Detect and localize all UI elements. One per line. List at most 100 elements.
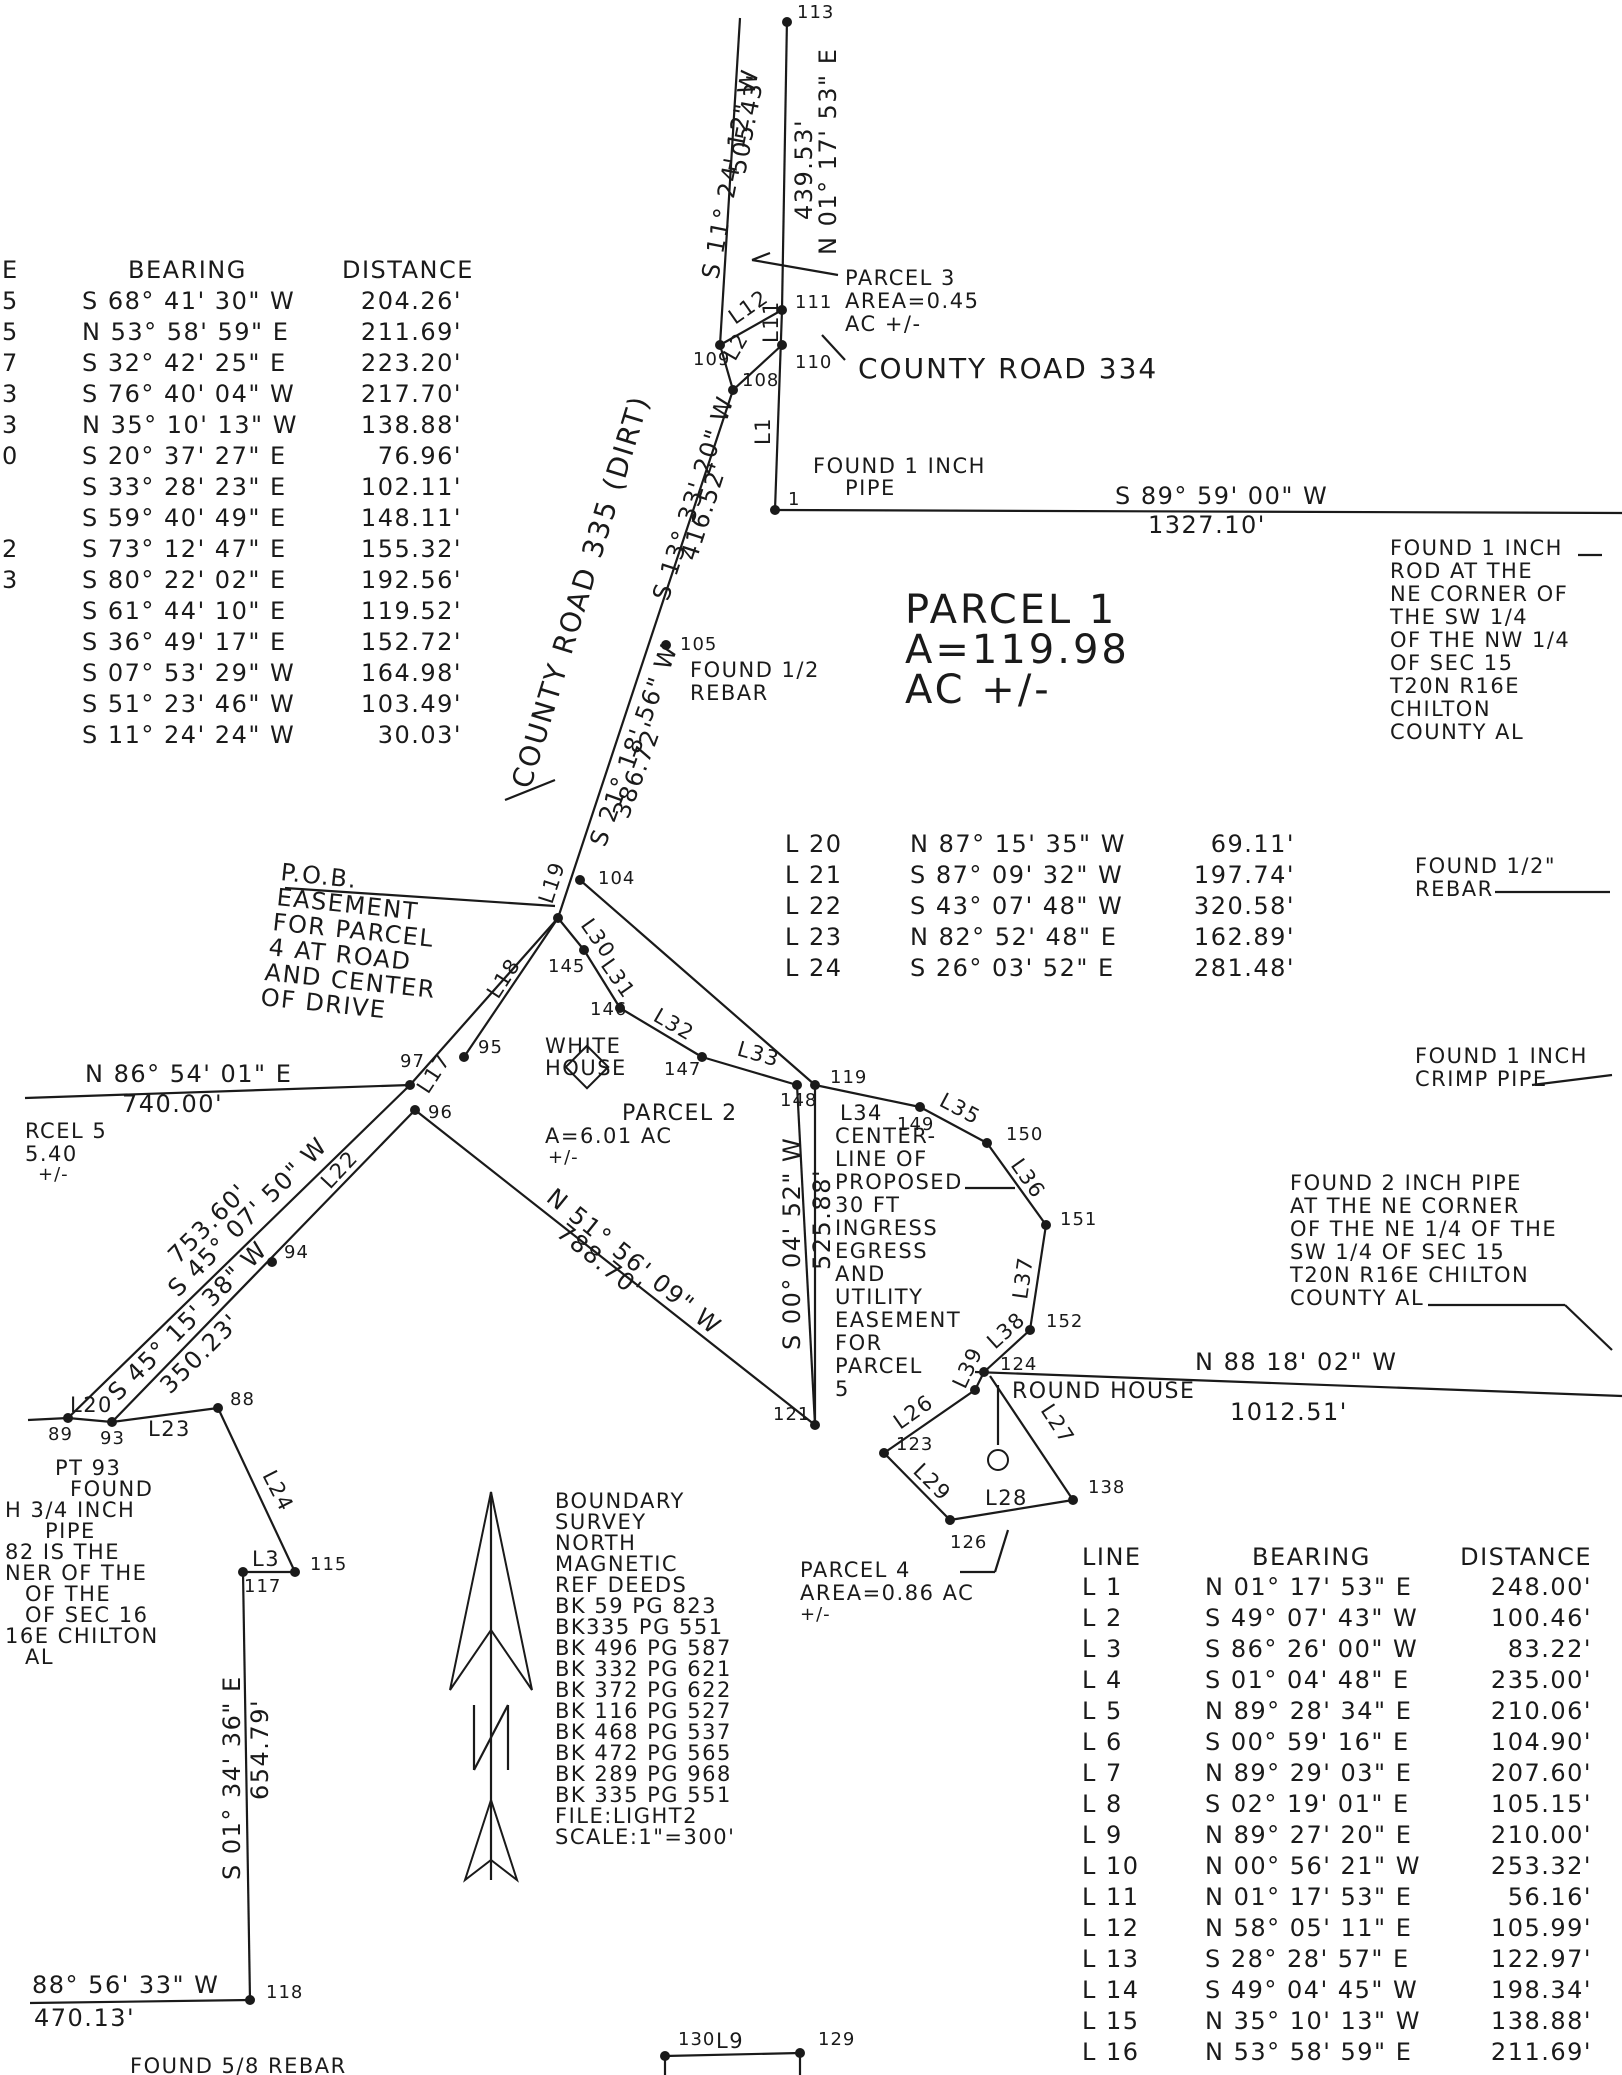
point-number: 126	[950, 1532, 987, 1553]
right-table-bearing: S 02° 19' 01" E	[1205, 1790, 1410, 1818]
left-table-distance: 30.03'	[378, 721, 462, 749]
leader-parcel4-b	[993, 1529, 1010, 1573]
right-table-line: L 8	[1082, 1790, 1123, 1818]
centerline-line: EGRESS	[835, 1239, 928, 1263]
parcel5-line-1: RCEL 5	[25, 1119, 107, 1143]
boundary-line: BK335 PG 551	[555, 1615, 724, 1639]
found-rod-line: ROD AT THE	[1390, 559, 1533, 583]
survey-point	[982, 1138, 992, 1148]
survey-point	[915, 1102, 925, 1112]
left-table-distance: 217.70'	[361, 380, 462, 408]
south-line	[241, 1571, 252, 2001]
segment-label-l3: L3	[252, 1547, 280, 1571]
point-number: 145	[548, 956, 585, 977]
point-number: 88	[230, 1389, 255, 1410]
mid-table-bearing: S 26° 03' 52" E	[910, 954, 1115, 982]
point-number: 104	[598, 868, 635, 889]
mid-table-line: L 20	[785, 830, 843, 858]
point-number: 96	[428, 1102, 453, 1123]
left-table-distance-header: DISTANCE	[342, 256, 474, 284]
right-table-bearing: S 86° 26' 00" W	[1205, 1635, 1418, 1663]
left-table-distance: 204.26'	[361, 287, 462, 315]
survey-point	[553, 913, 563, 923]
point-number: 97	[400, 1051, 425, 1072]
survey-point	[715, 340, 725, 350]
boundary-line: BK 372 PG 622	[555, 1678, 732, 1702]
survey-point	[63, 1413, 73, 1423]
segment-label-l28: L28	[985, 1486, 1028, 1510]
south-bearing-label: S 01° 34' 36" E	[218, 1675, 246, 1880]
right-table-bearing: N 00° 56' 21" W	[1205, 1852, 1421, 1880]
survey-point	[660, 2051, 670, 2061]
point-number: 149	[897, 1114, 934, 1135]
left-table-bearing: N 35° 10' 13" W	[82, 411, 298, 439]
survey-point	[661, 640, 671, 650]
line-96-121	[414, 1109, 816, 1426]
point-number: 105	[680, 634, 717, 655]
survey-point	[810, 1420, 820, 1430]
left-table-distance: 119.52'	[361, 597, 462, 625]
parcel3-line-3: AC +/-	[845, 312, 922, 336]
leader-pob	[284, 886, 556, 908]
left-table-distance: 103.49'	[361, 690, 462, 718]
mid-table-distance: 320.58'	[1194, 892, 1295, 920]
centerline-line: PARCEL	[835, 1354, 923, 1378]
right-table-bearing-header: BEARING	[1252, 1543, 1371, 1571]
centerline-line: LINE OF	[835, 1147, 928, 1171]
point-number: 124	[1000, 1354, 1037, 1375]
found-2inch-line: SW 1/4 OF SEC 15	[1290, 1240, 1505, 1264]
right-table-bearing: N 89° 28' 34" E	[1205, 1697, 1412, 1725]
right-table-bearing: N 89° 29' 03" E	[1205, 1759, 1412, 1787]
found-2inch-line: FOUND 2 INCH PIPE	[1290, 1171, 1522, 1195]
west-distance-label: 740.00'	[122, 1090, 223, 1118]
county-road-334-label: COUNTY ROAD 334	[858, 352, 1158, 385]
left-table-cutoff: 7	[2, 349, 19, 377]
parcel2-pm: +/-	[548, 1147, 579, 1168]
survey-point	[777, 340, 787, 350]
point-number: 138	[1088, 1477, 1125, 1498]
parcel2-area: A=6.01 AC	[545, 1124, 673, 1148]
found-pipe-top: FOUND 1 INCH PIPE	[813, 454, 984, 500]
right-table-line-header: LINE	[1082, 1543, 1142, 1571]
mid-table-distance: 197.74'	[1194, 861, 1295, 889]
boundary-line: NORTH	[555, 1531, 636, 1555]
right-table-distance: 100.46'	[1491, 1604, 1592, 1632]
sw-bottom-bearing-label: 88° 56' 33" W	[32, 1971, 219, 1999]
found-rod-line: OF THE NW 1/4	[1390, 628, 1570, 652]
parcel5-callout: RCEL 5 5.40 +/-	[25, 1119, 107, 1185]
east2-distance-label: 1012.51'	[1230, 1398, 1348, 1426]
survey-point	[970, 1385, 980, 1395]
centerline-line: EASEMENT	[835, 1308, 961, 1332]
parcel2-title: PARCEL 2	[622, 1101, 738, 1126]
found-2inch-line: OF THE NE 1/4 OF THE	[1290, 1217, 1557, 1241]
boundary-line: BK 335 PG 551	[555, 1783, 732, 1807]
left-table-distance: 102.11'	[361, 473, 462, 501]
mid-table-line: L 23	[785, 923, 843, 951]
left-table-distance: 164.98'	[361, 659, 462, 687]
point-number: 95	[478, 1037, 503, 1058]
boundary-line: FILE:LIGHT2	[555, 1804, 698, 1828]
found-rebar-right-1: FOUND 1/2"	[1415, 854, 1556, 878]
mid-table-bearing: N 82° 52' 48" E	[910, 923, 1117, 951]
white-house-symbol	[564, 1044, 610, 1090]
segment-label-l26: L26	[889, 1390, 938, 1434]
white-house-2: HOUSE	[545, 1056, 627, 1080]
vert-bearing-label: S 00° 04' 52" W	[778, 1137, 806, 1350]
west-boundary	[24, 1083, 411, 1100]
found-bottom-label: FOUND 5/8 REBAR	[130, 2054, 347, 2075]
segment-label-l29: L29	[908, 1459, 955, 1506]
left-table-distance: 155.32'	[361, 535, 462, 563]
right-table-distance: 105.15'	[1491, 1790, 1592, 1818]
parcel1-ac: AC +/-	[905, 667, 1052, 713]
right-table-distance: 210.00'	[1491, 1821, 1592, 1849]
point-number: 117	[244, 1576, 281, 1597]
point-number: 93	[100, 1428, 125, 1449]
pt93-line: PT 93	[55, 1456, 121, 1480]
l30-line	[557, 917, 585, 951]
survey-point	[979, 1367, 989, 1377]
found-crimp: FOUND 1 INCH CRIMP PIPE	[1415, 1044, 1586, 1091]
found-rod-line: FOUND 1 INCH	[1390, 536, 1563, 560]
